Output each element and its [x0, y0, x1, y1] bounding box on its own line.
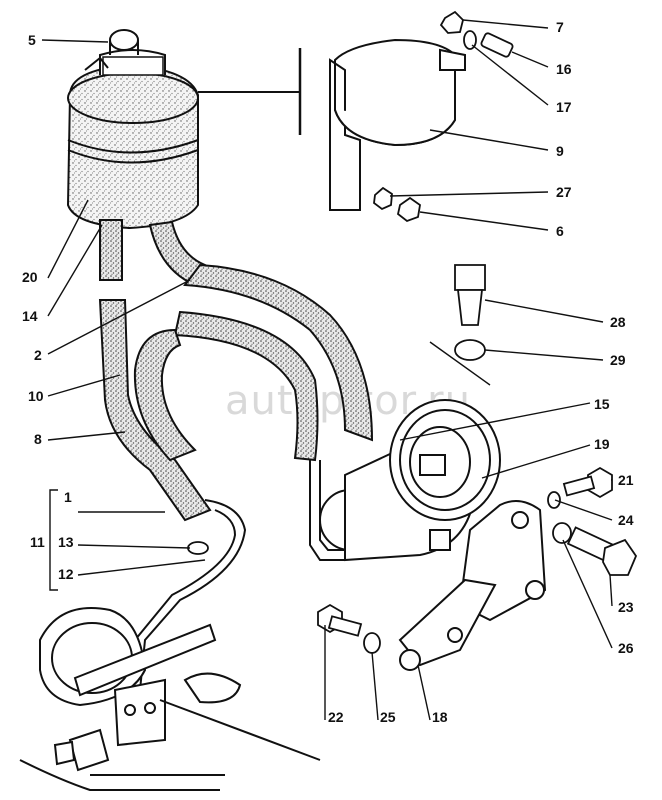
callout-14: 14: [22, 308, 38, 324]
callout-27: 27: [556, 184, 572, 200]
callout-7: 7: [556, 19, 564, 35]
callout-29: 29: [610, 352, 626, 368]
callout-26: 26: [618, 640, 634, 656]
callout-13: 13: [58, 534, 74, 550]
leader-lines: [41, 19, 613, 721]
reservoir: [66, 29, 199, 230]
callout-11: 11: [30, 534, 45, 550]
reservoir-bracket: [198, 38, 466, 211]
engine-fragment: [19, 607, 321, 791]
callout-21: 21: [618, 472, 634, 488]
callout-12: 12: [58, 566, 74, 582]
callout-24: 24: [618, 512, 634, 528]
callout-2: 2: [34, 347, 42, 363]
pump: [319, 399, 501, 562]
pump-bracket: [398, 500, 547, 671]
callout-28: 28: [610, 314, 626, 330]
callout-25: 25: [380, 709, 396, 725]
fasteners: [187, 10, 638, 654]
callout-15: 15: [594, 396, 610, 412]
callout-23: 23: [618, 599, 634, 615]
callout-18: 18: [432, 709, 448, 725]
callout-1: 1: [64, 489, 72, 505]
callout-16: 16: [556, 61, 572, 77]
callout-8: 8: [34, 431, 42, 447]
pressure-line: [129, 460, 345, 691]
hoses: [98, 219, 374, 522]
callout-20: 20: [22, 269, 38, 285]
callout-19: 19: [594, 436, 610, 452]
callout-5: 5: [28, 32, 36, 48]
callout-10: 10: [28, 388, 44, 404]
callout-22: 22: [328, 709, 344, 725]
callout-6: 6: [556, 223, 564, 239]
callout-9: 9: [556, 143, 564, 159]
callout-17: 17: [556, 99, 572, 115]
